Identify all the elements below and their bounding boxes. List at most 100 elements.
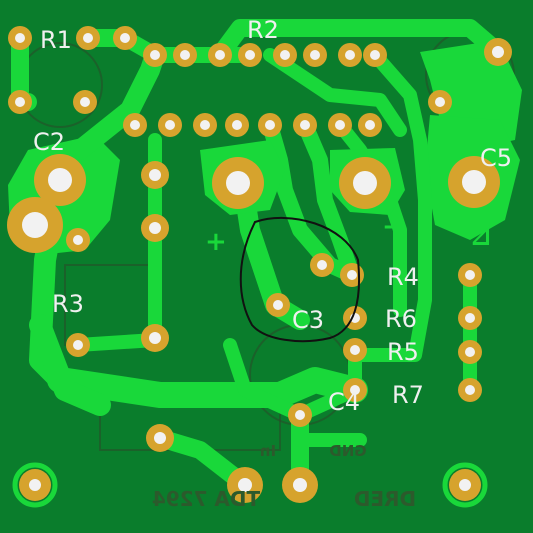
pad-hole bbox=[465, 313, 475, 323]
solder-pad bbox=[258, 113, 282, 137]
pad-hole bbox=[149, 222, 161, 234]
solder-pad bbox=[448, 156, 500, 208]
solder-pad bbox=[458, 306, 482, 330]
pad-hole bbox=[48, 168, 72, 192]
pad-hole bbox=[462, 170, 486, 194]
solder-pad bbox=[158, 113, 182, 137]
pad-hole bbox=[350, 345, 360, 355]
solder-pad bbox=[328, 113, 352, 137]
label-r3: R3 bbox=[52, 290, 84, 318]
solder-pad bbox=[343, 338, 367, 362]
chip-label: TDA 7294 bbox=[152, 487, 260, 511]
pad-hole bbox=[245, 50, 255, 60]
pad-hole bbox=[350, 385, 360, 395]
pad-hole bbox=[73, 235, 83, 245]
solder-pad bbox=[458, 378, 482, 402]
solder-pad bbox=[442, 462, 488, 508]
pad-hole bbox=[353, 171, 377, 195]
solder-pad bbox=[273, 43, 297, 67]
solder-pad bbox=[141, 214, 169, 242]
pad-hole bbox=[154, 432, 166, 444]
solder-pad bbox=[212, 157, 264, 209]
label-r1: R1 bbox=[40, 26, 72, 54]
solder-pad bbox=[339, 157, 391, 209]
solder-pad bbox=[358, 113, 382, 137]
pad-hole bbox=[310, 50, 320, 60]
minus-symbol-right: − bbox=[382, 212, 404, 242]
solder-pad bbox=[484, 38, 512, 66]
chip-label-group: TDA 7294 bbox=[152, 487, 260, 511]
solder-pad bbox=[288, 403, 312, 427]
pad-hole bbox=[295, 410, 305, 420]
pad-hole bbox=[347, 270, 357, 280]
pad-hole bbox=[180, 50, 190, 60]
pad-hole bbox=[335, 120, 345, 130]
pad-hole bbox=[130, 120, 140, 130]
solder-pad bbox=[173, 43, 197, 67]
solder-pad bbox=[428, 90, 452, 114]
pad-hole bbox=[317, 260, 327, 270]
label-r2: R2 bbox=[247, 16, 279, 44]
solder-pad bbox=[193, 113, 217, 137]
gnd-label: GND bbox=[329, 442, 366, 460]
pad-hole bbox=[200, 120, 210, 130]
pad-hole bbox=[149, 332, 161, 344]
label-c4: C4 bbox=[328, 388, 360, 416]
solder-pad bbox=[363, 43, 387, 67]
solder-pad bbox=[282, 467, 318, 503]
pad-hole bbox=[465, 347, 475, 357]
pad-hole bbox=[370, 50, 380, 60]
plus-symbol-left: + bbox=[205, 227, 227, 257]
label-r4: R4 bbox=[387, 263, 419, 291]
label-c3: C3 bbox=[292, 306, 324, 334]
solder-pad bbox=[303, 43, 327, 67]
solder-pad bbox=[8, 90, 32, 114]
pad-hole bbox=[435, 97, 445, 107]
solder-pad bbox=[7, 197, 63, 253]
pad-hole bbox=[273, 300, 283, 310]
pad-hole bbox=[345, 50, 355, 60]
speaker-symbol: ⊿ bbox=[470, 222, 492, 252]
solder-pad bbox=[141, 161, 169, 189]
pad-hole bbox=[120, 33, 130, 43]
pad-hole bbox=[73, 340, 83, 350]
pad-hole bbox=[365, 120, 375, 130]
pad-hole bbox=[149, 169, 161, 181]
solder-pad bbox=[208, 43, 232, 67]
pad-hole bbox=[293, 478, 307, 492]
pad-hole bbox=[83, 33, 93, 43]
solder-pad bbox=[293, 113, 317, 137]
in-label: In bbox=[260, 442, 276, 460]
solder-pad bbox=[227, 467, 263, 503]
solder-pad bbox=[113, 26, 137, 50]
solder-pad bbox=[34, 154, 86, 206]
pad-hole bbox=[465, 270, 475, 280]
solder-pad bbox=[266, 293, 290, 317]
solder-pad bbox=[338, 43, 362, 67]
pad-hole bbox=[165, 120, 175, 130]
pad-hole bbox=[29, 479, 41, 491]
solder-pad bbox=[8, 26, 32, 50]
label-r7: R7 bbox=[392, 381, 424, 409]
solder-pad bbox=[73, 90, 97, 114]
pad-hole bbox=[22, 212, 48, 238]
solder-pad bbox=[141, 324, 169, 352]
label-r6: R6 bbox=[385, 305, 417, 333]
solder-pad bbox=[343, 378, 367, 402]
pad-hole bbox=[15, 33, 25, 43]
pad-hole bbox=[15, 97, 25, 107]
pad-hole bbox=[459, 479, 471, 491]
solder-pad bbox=[143, 43, 167, 67]
in-label-group: In bbox=[260, 442, 276, 460]
brand-label-group: DRED bbox=[354, 487, 416, 511]
solder-pad bbox=[225, 113, 249, 137]
pad-hole bbox=[80, 97, 90, 107]
solder-pad bbox=[458, 340, 482, 364]
solder-pad bbox=[238, 43, 262, 67]
pad-hole bbox=[300, 120, 310, 130]
label-c5: C5 bbox=[480, 144, 512, 172]
solder-pad bbox=[66, 333, 90, 357]
solder-pad bbox=[66, 228, 90, 252]
